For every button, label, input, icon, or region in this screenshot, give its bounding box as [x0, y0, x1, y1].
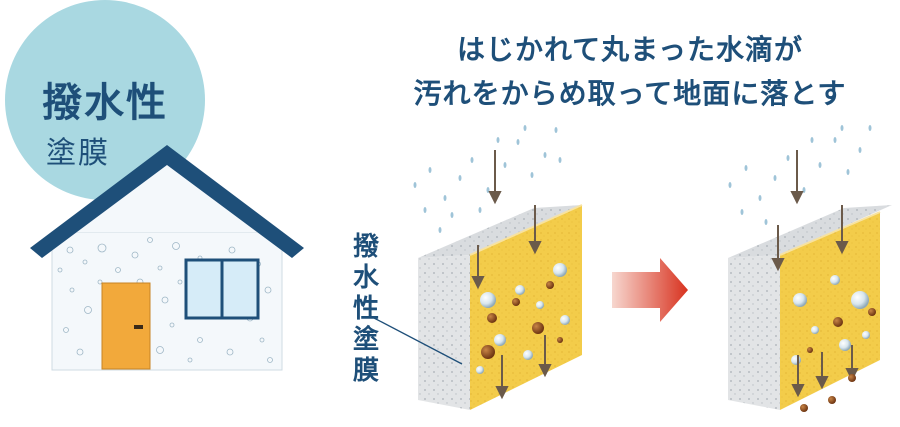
rain-left — [413, 125, 562, 233]
wall-panel-after — [728, 150, 892, 412]
headline: はじかれて丸まった水滴が 汚れをからめ取って地面に落とす — [380, 28, 880, 116]
panel-label-char: 水 — [352, 263, 379, 293]
label-leader-line — [373, 317, 463, 365]
water-droplets-before — [476, 263, 570, 374]
dirt-particles-before — [481, 281, 563, 359]
rain-arrows-before — [471, 150, 552, 400]
badge-title: 撥水性 — [42, 80, 168, 126]
panel-label-char: 塗 — [352, 325, 379, 355]
dirt-particles-after — [807, 308, 876, 353]
wall-panel-before — [418, 150, 583, 410]
transition-arrow — [612, 258, 688, 322]
panel-label: 撥 水 性 塗 膜 — [349, 232, 383, 387]
panel-label-char: 性 — [352, 294, 379, 324]
falling-dirt — [800, 374, 856, 412]
headline-line1: はじかれて丸まった水滴が — [456, 33, 804, 66]
door-handle — [134, 325, 143, 329]
badge-circle — [5, 0, 205, 200]
badge-subtitle: 塗膜 — [46, 136, 110, 171]
headline-line2: 汚れをからめ取って地面に落とす — [413, 77, 847, 110]
panel-label-char: 撥 — [352, 232, 379, 262]
house-water-droplets — [57, 237, 273, 363]
house — [30, 145, 304, 371]
house-gable-fill — [52, 158, 282, 232]
panel-label-char: 膜 — [352, 356, 379, 386]
